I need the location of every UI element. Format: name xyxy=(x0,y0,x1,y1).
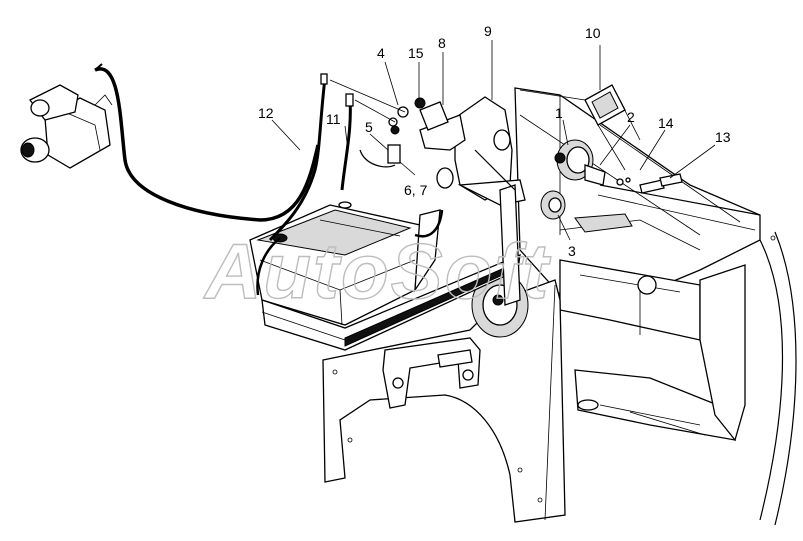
cables xyxy=(94,63,444,296)
callout-6-7: 6, 7 xyxy=(404,182,428,198)
cover-plate xyxy=(519,84,641,171)
callout-8: 8 xyxy=(438,35,446,51)
leader-lines xyxy=(271,40,716,241)
callout-15: 15 xyxy=(408,45,424,61)
callout-13: 13 xyxy=(715,129,731,145)
callout-9: 9 xyxy=(484,23,492,39)
starter-motor xyxy=(20,84,113,169)
battery xyxy=(249,201,521,351)
callout-10: 10 xyxy=(585,25,601,41)
callout-4: 4 xyxy=(377,45,385,61)
callout-12: 12 xyxy=(258,105,274,121)
callout-3: 3 xyxy=(568,243,576,259)
mounting-plate xyxy=(322,272,566,523)
watermark-text: AutoSoft xyxy=(203,227,551,315)
callout-14: 14 xyxy=(658,115,674,131)
callout-labels: 9 8 15 4 10 12 11 5 6, 7 1 2 14 13 3 xyxy=(258,23,731,259)
callout-11: 11 xyxy=(326,111,341,127)
callout-2: 2 xyxy=(627,109,635,125)
callout-1: 1 xyxy=(555,105,563,121)
callout-5: 5 xyxy=(365,119,373,135)
bracket-assembly xyxy=(329,79,526,306)
battery-switch xyxy=(540,139,683,220)
